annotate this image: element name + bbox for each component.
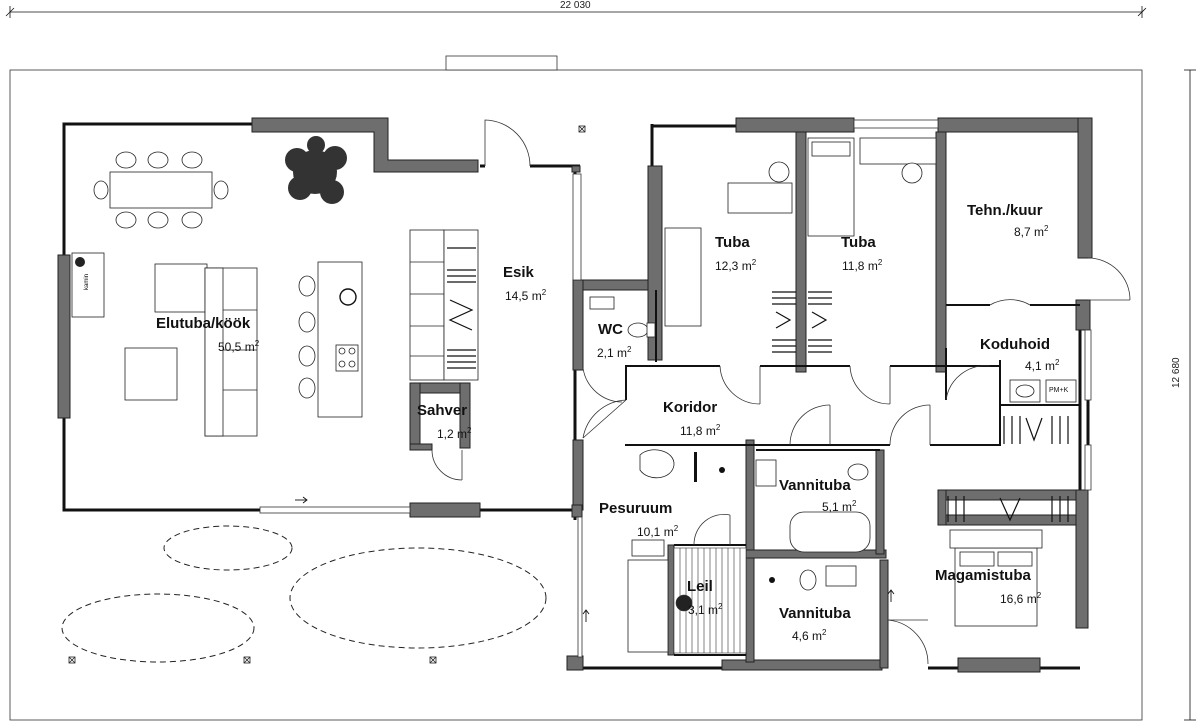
kitchen-island [298, 261, 363, 418]
room-area: 2,1 m2 [597, 345, 632, 360]
right-dimension-line [1184, 69, 1196, 721]
room-area: 4,6 m2 [792, 628, 827, 643]
room-name: Koduhoid [980, 336, 1050, 353]
room-area: 14,5 m2 [505, 288, 547, 303]
roof-outline [9, 69, 1143, 721]
fireplace: kamin [71, 252, 105, 318]
plant [285, 136, 347, 204]
room-area: 4,1 m2 [1025, 358, 1060, 373]
kitchen-cabinets [409, 229, 479, 381]
fireplace-label: kamin [84, 274, 90, 290]
dining-set [93, 151, 229, 229]
room-area: 10,1 m2 [637, 524, 679, 539]
overall-width-dimension: 22 030 [560, 0, 591, 11]
room-name: Esik [503, 264, 534, 281]
room-name: Magamistuba [935, 567, 1031, 584]
wardrobe-hangers-tuba [772, 291, 1069, 522]
room-name: Koridor [663, 399, 718, 416]
room-name: Elutuba/köök [156, 315, 251, 332]
rug [124, 347, 178, 401]
room-name: Tuba [841, 234, 876, 251]
showers [694, 452, 775, 583]
room-name: Leil [687, 578, 713, 595]
room-name: Vannituba [779, 605, 851, 622]
room-area: 11,8 m2 [842, 258, 883, 273]
terrace-ellipses [61, 525, 547, 663]
room-area: 8,7 m2 [1014, 224, 1049, 239]
sofa [154, 263, 258, 437]
post-markers [68, 125, 586, 664]
room-name: Pesuruum [599, 500, 673, 517]
sauna-bench [673, 547, 747, 654]
wardrobe-hangers-esik [447, 247, 476, 369]
wet-room-fixtures [589, 296, 1077, 653]
door-swings [431, 119, 1131, 665]
heavy-walls [57, 117, 1093, 673]
room-area: 11,8 m2 [680, 423, 721, 438]
chimney-outline [445, 55, 558, 71]
bedroom-furniture [664, 137, 937, 327]
room-name: WC [598, 321, 623, 338]
room-area: 1,2 m2 [437, 426, 472, 441]
room-area: 12,3 m2 [715, 258, 757, 273]
room-name: Sahver [417, 402, 468, 419]
interior-walls [625, 290, 1081, 656]
room-area: 50,5 m2 [218, 339, 260, 354]
appliance-label: PM+K [1049, 387, 1069, 394]
room-area: 16,6 m2 [1000, 591, 1042, 606]
room-name: Vannituba [779, 477, 851, 494]
windows [259, 119, 1092, 658]
room-name: Tehn./kuur [967, 202, 1043, 219]
top-dimension-line [5, 6, 1147, 18]
overall-depth-dimension: 12 680 [1171, 357, 1182, 388]
entrance-arrows [295, 496, 895, 622]
double-bed [949, 529, 1043, 627]
room-area: 3,1 m2 [688, 602, 723, 617]
room-area: 5,1 m2 [822, 499, 857, 514]
room-name: Tuba [715, 234, 750, 251]
